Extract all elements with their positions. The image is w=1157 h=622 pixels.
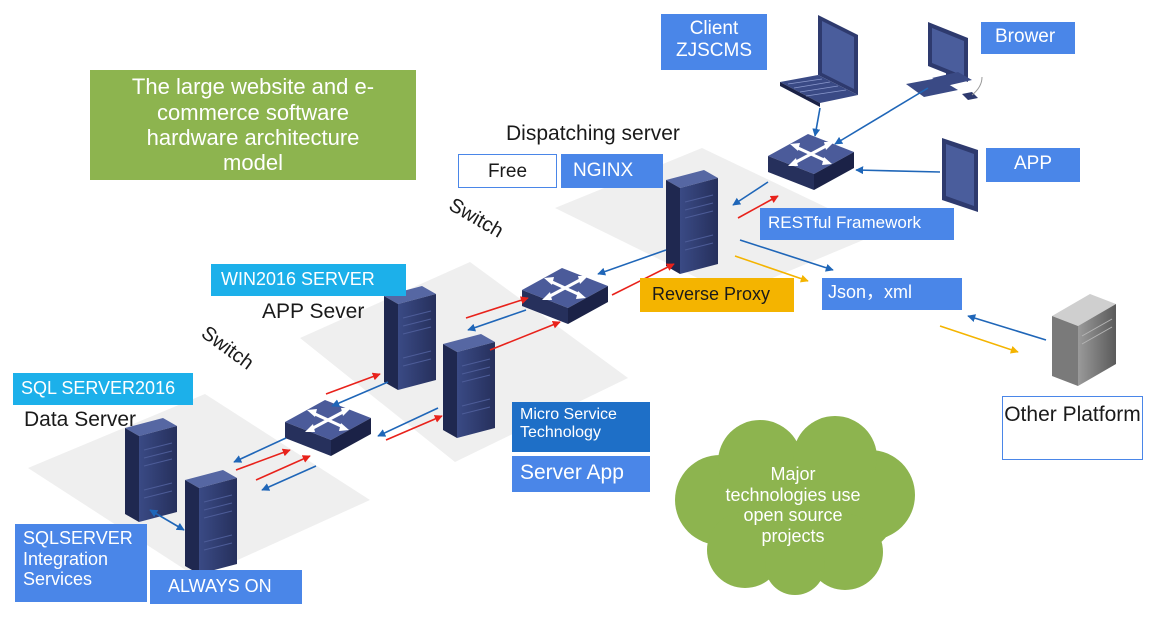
arrow bbox=[325, 372, 381, 395]
arrow bbox=[465, 296, 529, 319]
arrow bbox=[739, 239, 834, 272]
arrow bbox=[732, 181, 769, 206]
arrow bbox=[467, 309, 527, 332]
json-xml-label: Json，xml bbox=[822, 278, 962, 310]
laptop-icon bbox=[780, 15, 858, 107]
arrow bbox=[377, 407, 439, 437]
ssis-label: SQLSERVER Integration Services bbox=[15, 524, 147, 602]
arrow bbox=[734, 255, 809, 283]
browser-label: Brower bbox=[981, 22, 1075, 54]
restful-label: RESTful Framework bbox=[760, 208, 954, 240]
arrow bbox=[597, 249, 667, 276]
arrow bbox=[834, 87, 929, 145]
cloud-label: Major technologies use open source proje… bbox=[725, 464, 861, 547]
network-switch-icon bbox=[766, 132, 856, 192]
client-label: Client ZJSCMS bbox=[661, 14, 767, 70]
micro-service-label: Micro Service Technology bbox=[512, 402, 650, 452]
gray-server-icon bbox=[1052, 294, 1116, 386]
app-server-label: APP Sever bbox=[262, 300, 365, 323]
arrow bbox=[737, 195, 779, 219]
server-app-label: Server App bbox=[512, 456, 650, 492]
free-label: Free bbox=[458, 154, 557, 188]
desktop-computer-icon bbox=[906, 22, 983, 100]
arrow bbox=[939, 325, 1019, 354]
arrow bbox=[967, 314, 1047, 341]
server-tower-icon bbox=[442, 333, 496, 439]
network-switch-icon bbox=[283, 398, 373, 458]
other-platform-label: Other Platform bbox=[1002, 396, 1143, 460]
arrow bbox=[233, 437, 287, 463]
open-source-cloud bbox=[675, 416, 915, 595]
arrow bbox=[385, 415, 443, 441]
diagram-title: The large website and e-commerce softwar… bbox=[90, 70, 416, 180]
arrow bbox=[812, 107, 821, 137]
server-tower-icon bbox=[184, 469, 238, 575]
app-label: APP bbox=[986, 148, 1080, 182]
tablet-icon bbox=[942, 138, 978, 212]
server-tower-icon bbox=[665, 169, 719, 275]
server-tower-icon bbox=[383, 285, 437, 391]
data-server-label: Data Server bbox=[24, 408, 137, 431]
server-tower-icon bbox=[124, 417, 178, 523]
arrow bbox=[261, 465, 317, 491]
win-server-label: WIN2016 SERVER bbox=[211, 264, 406, 296]
always-on-label: ALWAYS ON bbox=[150, 570, 302, 604]
sql-server-label: SQL SERVER2016 bbox=[13, 373, 193, 405]
arrow bbox=[489, 320, 561, 351]
dispatching-server-label: Dispatching server bbox=[506, 122, 680, 145]
arrow bbox=[149, 509, 185, 531]
arrow bbox=[235, 448, 291, 471]
arrow bbox=[855, 166, 941, 175]
arrow bbox=[331, 381, 389, 407]
arrow bbox=[255, 455, 311, 481]
reverse-proxy-label: Reverse Proxy bbox=[640, 278, 794, 312]
nginx-label: NGINX bbox=[561, 154, 663, 188]
